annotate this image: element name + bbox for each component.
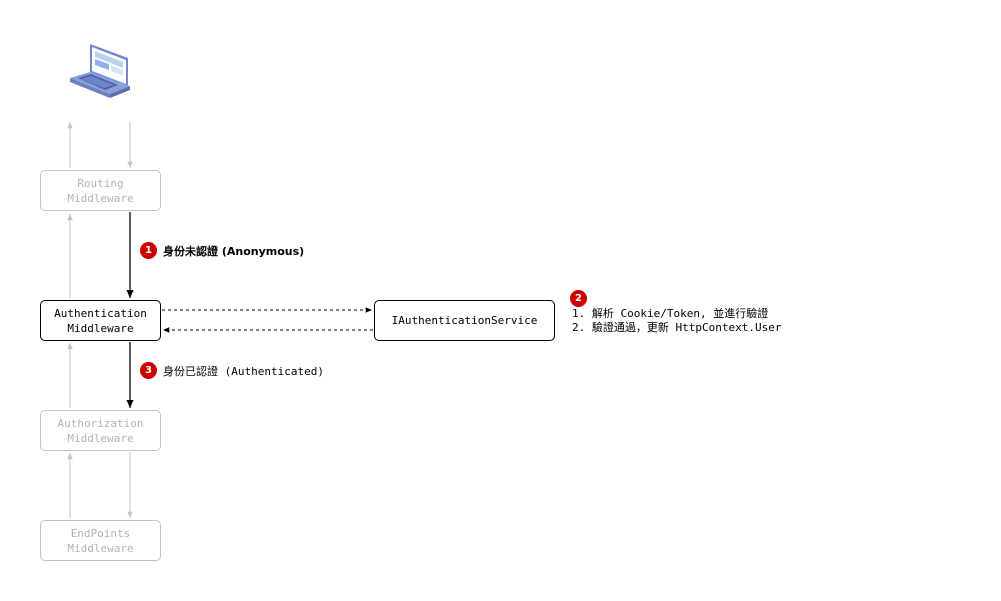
authentication-middleware-node: Authentication Middleware [40,300,161,341]
step-3-badge: 3 [140,362,157,379]
routing-middleware-node: Routing Middleware [40,170,161,211]
authorization-node-title: Authorization [57,416,144,430]
step-1-label: 身份未認證 (Anonymous) [163,245,305,258]
step-2-badge: 2 [570,290,587,307]
service-node-label: IAuthenticationService [391,314,538,327]
routing-node-title: Routing [77,176,124,190]
step-2-note-2: 2. 驗證通過，更新 HttpContext.User [572,321,782,334]
step-3-label: 身份已認證 (Authenticated) [163,365,324,378]
authentication-node-title: Authentication [54,306,147,320]
endpoints-node-subtitle: Middleware [67,541,134,555]
authorization-node-subtitle: Middleware [67,431,134,445]
endpoints-middleware-node: EndPoints Middleware [40,520,161,561]
step-2-notes: 1. 解析 Cookie/Token, 並進行驗證 2. 驗證通過，更新 Htt… [572,307,781,335]
step-2-note-1: 1. 解析 Cookie/Token, 並進行驗證 [572,307,769,320]
authentication-service-node: IAuthenticationService [374,300,555,341]
authorization-middleware-node: Authorization Middleware [40,410,161,451]
authentication-node-subtitle: Middleware [67,321,134,335]
endpoints-node-title: EndPoints [70,526,131,540]
step-1-badge: 1 [140,242,157,259]
laptop-icon [70,44,130,98]
routing-node-subtitle: Middleware [67,191,134,205]
